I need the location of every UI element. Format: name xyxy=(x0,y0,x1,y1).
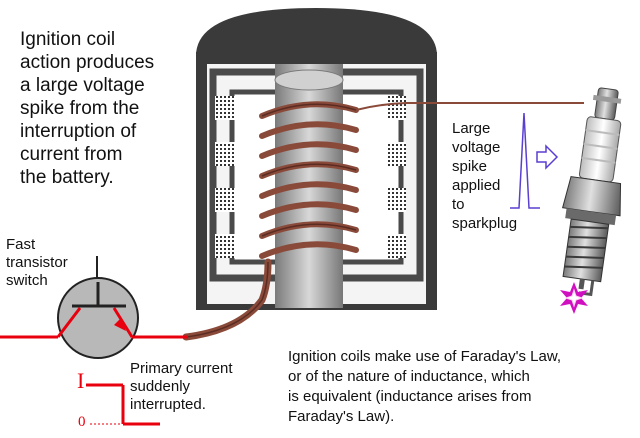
primary-circuit xyxy=(0,307,188,339)
secondary-lead-wire xyxy=(355,102,584,111)
laminations-right xyxy=(386,96,406,258)
intro-text: Ignition coil action produces a large vo… xyxy=(20,29,155,188)
current-zero-label: 0 xyxy=(78,414,86,430)
spark-icon xyxy=(560,282,588,314)
spark-plug xyxy=(561,87,622,297)
current-waveform xyxy=(86,383,160,426)
spike-arrow-icon xyxy=(536,144,559,170)
current-high-label: I xyxy=(77,368,85,393)
voltage-spike xyxy=(510,112,540,209)
emitter-arrow xyxy=(114,318,126,331)
primary-current-label: Primary current suddenly interrupted. xyxy=(130,360,233,413)
laminations-left xyxy=(215,96,235,258)
fast-transistor-switch-label: Fast transistor switch xyxy=(6,236,68,289)
faraday-law-note: Ignition coils make use of Faraday's Law… xyxy=(288,348,562,425)
large-voltage-spike-label: Large voltage spike applied to sparkplug xyxy=(452,120,518,232)
transistor-switch xyxy=(57,256,139,359)
ignition-coil xyxy=(196,8,437,310)
coil-cap xyxy=(196,8,437,62)
